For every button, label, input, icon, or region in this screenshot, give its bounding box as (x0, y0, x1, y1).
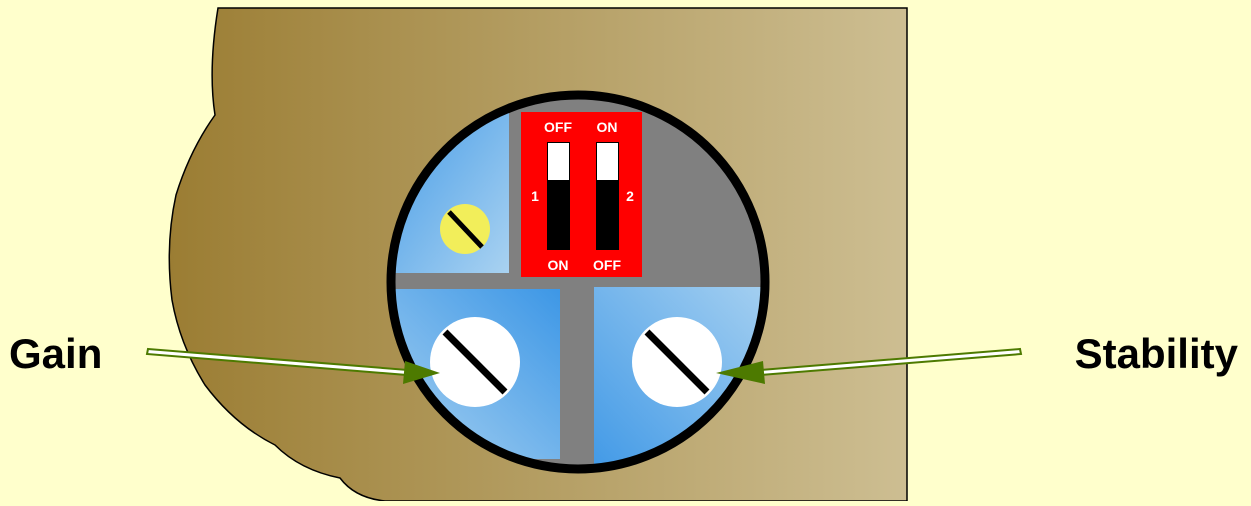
dip-switch-1-number: 1 (531, 188, 539, 204)
dip-switch-2[interactable] (596, 142, 619, 250)
dip-left-top-label: OFF (544, 119, 572, 135)
stability-potentiometer[interactable] (632, 317, 722, 407)
gain-potentiometer[interactable] (430, 317, 520, 407)
gain-label: Gain (9, 330, 102, 377)
dip-switch-2-number: 2 (626, 188, 634, 204)
stability-label: Stability (1075, 330, 1239, 377)
dip-switch-1[interactable] (547, 142, 570, 250)
dip-right-top-label: ON (597, 119, 618, 135)
gain-arrow (145, 347, 440, 384)
stability-arrow (716, 347, 1023, 384)
dip-left-bottom-label: ON (548, 257, 569, 273)
dip-switch[interactable]: OFF ON 1 2 ON OFF (521, 112, 642, 277)
trim-screw[interactable] (440, 204, 490, 254)
dip-right-bottom-label: OFF (593, 257, 621, 273)
